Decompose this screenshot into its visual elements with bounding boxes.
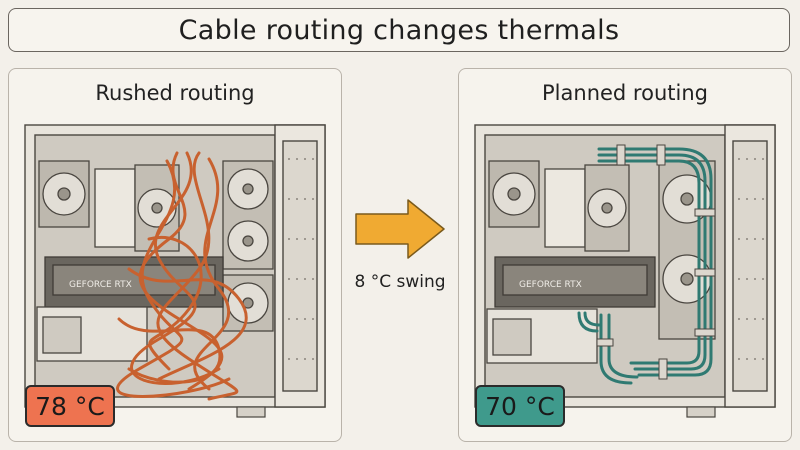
page-title: Cable routing changes thermals xyxy=(178,14,620,46)
rushed-temperature-badge: 78 °C xyxy=(25,385,115,427)
planned-pc-illustration: GEFORCE RTX xyxy=(474,124,776,418)
planned-temperature-value: 70 °C xyxy=(485,391,555,421)
planned-temperature-badge: 70 °C xyxy=(475,385,565,427)
planned-routing-label: Planned routing xyxy=(542,81,708,105)
rushed-gpu-label: GEFORCE RTX xyxy=(69,280,132,290)
rushed-routing-panel: Rushed routing xyxy=(8,68,342,442)
planned-routing-panel: Planned routing xyxy=(458,68,792,442)
rushed-temperature-value: 78 °C xyxy=(35,391,105,421)
rushed-pc-illustration: GEFORCE RTX xyxy=(24,124,326,418)
temperature-swing-label: 8 °C swing xyxy=(354,272,446,292)
title-banner: Cable routing changes thermals xyxy=(8,8,790,52)
rushed-routing-label: Rushed routing xyxy=(95,81,255,105)
comparison-arrow xyxy=(352,198,448,260)
planned-gpu-label: GEFORCE RTX xyxy=(519,280,582,290)
right-arrow-icon xyxy=(355,199,445,259)
